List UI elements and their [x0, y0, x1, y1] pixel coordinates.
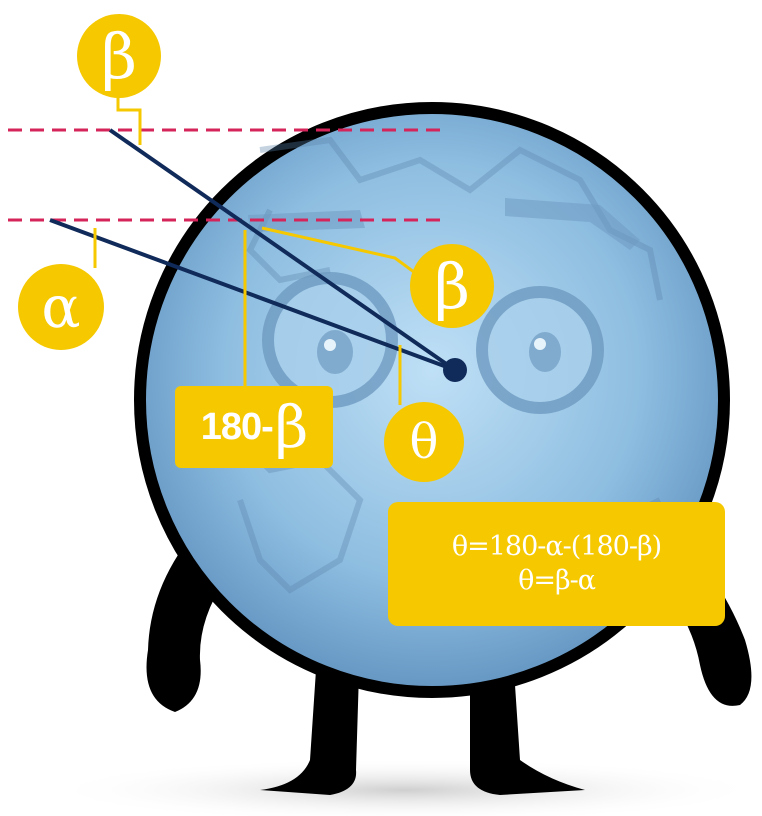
- ray-alpha: [49, 218, 456, 372]
- alpha-label: α: [18, 264, 104, 350]
- formula-box: θ=180-α-(180-β) θ=β-α: [388, 502, 725, 626]
- beta-right-label: β: [410, 244, 494, 328]
- right-eyebrow: [505, 198, 640, 250]
- beta-top-label: β: [77, 14, 161, 98]
- theta-label: θ: [384, 402, 464, 482]
- complement-label: 180- β: [175, 386, 333, 468]
- vertex-point: [443, 358, 467, 382]
- ground-shadow: [45, 758, 762, 816]
- leader-beta-right: [261, 226, 419, 277]
- complement-prefix: 180-: [200, 405, 274, 448]
- formula-line-1: θ=180-α-(180-β): [451, 531, 662, 562]
- formula-line-2: θ=β-α: [518, 565, 596, 596]
- complement-symbol: β: [274, 393, 309, 461]
- ray-beta: [108, 128, 457, 372]
